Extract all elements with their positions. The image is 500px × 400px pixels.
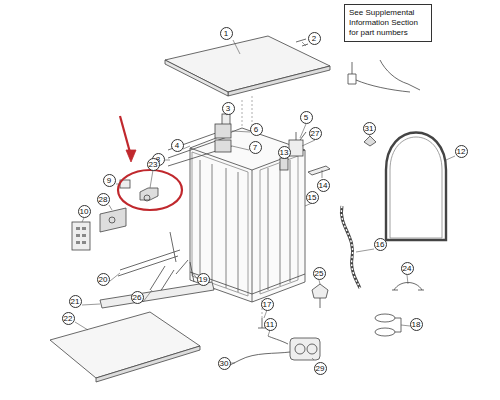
callout-number: 13 [278,146,291,159]
callout-number: 25 [313,267,326,280]
callout-number: 3 [222,102,235,115]
callout-number: 30 [218,357,231,370]
callout-number: 14 [317,179,330,192]
callout-number: 6 [250,123,263,136]
note-text: See Supplemental Information Section for… [349,8,427,38]
callout-number: 28 [97,193,110,206]
callout-number: 5 [300,111,313,124]
callout-number: 4 [171,139,184,152]
callout-number: 24 [401,262,414,275]
callout-number: 23 [147,158,160,171]
callout-number: 7 [249,141,262,154]
callout-number: 20 [97,273,110,286]
callout-number: 1 [220,27,233,40]
callout-number: 22 [62,312,75,325]
callout-number: 31 [363,122,376,135]
callout-number: 18 [410,318,423,331]
callout-number: 17 [261,298,274,311]
callout-number: 21 [69,295,82,308]
callout-number: 15 [306,191,319,204]
callout-number: 26 [131,291,144,304]
callout-number: 29 [314,362,327,375]
callout-number: 16 [374,238,387,251]
callout-number: 12 [455,145,468,158]
callout-number: 9 [103,174,116,187]
callout-number: 27 [309,127,322,140]
callout-number: 10 [78,205,91,218]
callout-number: 11 [264,318,277,331]
callout-number: 19 [197,273,210,286]
callout-number: 2 [308,32,321,45]
note-box: See Supplemental Information Section for… [344,4,432,42]
